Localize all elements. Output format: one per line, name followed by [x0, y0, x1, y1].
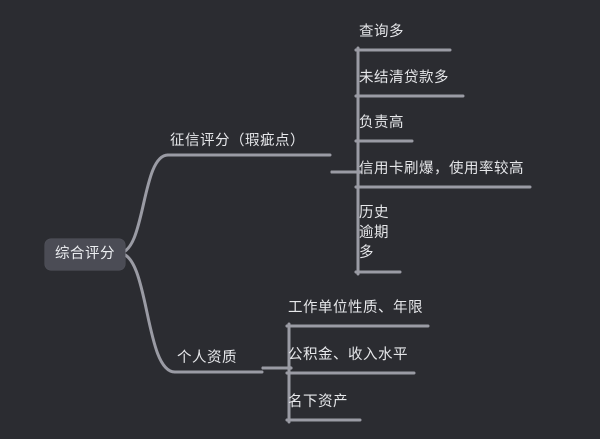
mindmap-leaf-label: 查询多: [359, 24, 404, 40]
edge-branch-0-child-1: [330, 92, 362, 176]
mindmap-root-node[interactable]: 综合评分: [45, 239, 125, 270]
edge-branch-0-child-0: [330, 46, 362, 176]
edge-branch-0-child-2: [330, 137, 362, 176]
mindmap-branch-node-1[interactable]: 个人资质: [175, 348, 239, 371]
mindmap-leaf-label: 负责高: [359, 115, 404, 131]
mindmap-leaf-node-1-0[interactable]: 工作单位性质、年限: [286, 298, 425, 321]
mindmap-leaf-node-0-4[interactable]: 历史逾期多: [357, 203, 391, 266]
mindmap-leaf-node-1-1[interactable]: 公积金、收入水平: [286, 345, 410, 368]
mindmap-leaf-node-0-0[interactable]: 查询多: [357, 22, 406, 45]
mindmap-leaf-label: 历史: [359, 205, 389, 221]
mindmap-leaf-label: 名下资产: [288, 394, 348, 410]
edge-root-branch-0: [117, 153, 170, 255]
mindmap-leaf-node-0-2[interactable]: 负责高: [357, 113, 406, 136]
edge-branch-0-child-4: [330, 168, 362, 276]
mindmap-leaf-node-0-3[interactable]: 信用卡刷爆，使用率较高: [357, 159, 526, 182]
mindmap-root-label: 综合评分: [55, 246, 115, 262]
mindmap-leaf-label: 逾期: [359, 225, 389, 241]
mindmap-leaf-label: 信用卡刷爆，使用率较高: [359, 161, 524, 177]
mindmap-leaf-label: 公积金、收入水平: [288, 347, 408, 363]
mindmap-leaf-node-1-2[interactable]: 名下资产: [286, 392, 350, 415]
mindmap-leaf-label: 工作单位性质、年限: [288, 300, 423, 316]
mindmap-branch-label: 个人资质: [177, 350, 237, 366]
mindmap-leaf-node-0-1[interactable]: 未结清贷款多: [357, 68, 451, 91]
mindmap-leaf-label: 多: [359, 245, 374, 261]
mindmap-branch-label: 征信评分（瑕疵点）: [170, 133, 305, 149]
edge-branch-0-child-3: [330, 168, 362, 191]
mindmap-branch-node-0[interactable]: 征信评分（瑕疵点）: [168, 131, 307, 154]
edge-root-branch-1: [117, 251, 177, 374]
mindmap-leaf-label: 未结清贷款多: [359, 70, 449, 86]
